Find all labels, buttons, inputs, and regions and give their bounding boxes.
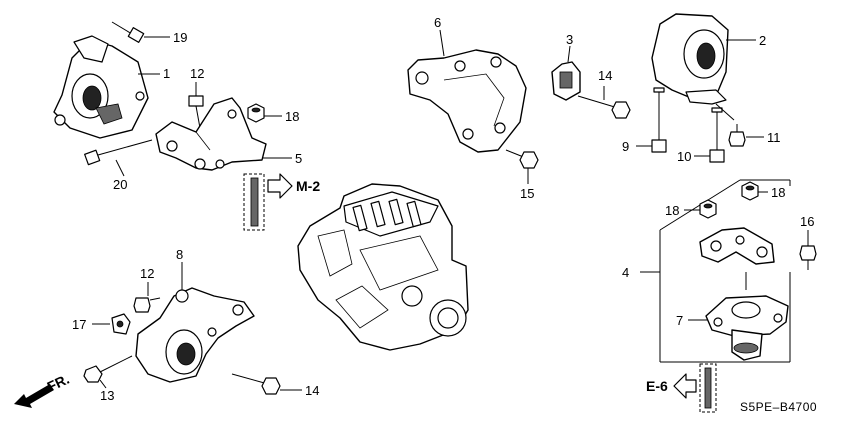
nut-18-top — [247, 103, 282, 123]
stud-m2 — [243, 173, 293, 231]
callout-11: 11 — [767, 130, 781, 145]
front-direction-arrow — [14, 384, 54, 408]
nut-18-right-b — [684, 199, 717, 219]
callout-16: 16 — [800, 214, 814, 229]
mount-7 — [688, 272, 789, 361]
callout-12-top: 12 — [190, 66, 204, 81]
callout-10: 10 — [677, 149, 691, 164]
callout-17: 17 — [72, 317, 86, 332]
bolt-20 — [84, 139, 153, 177]
diagram-code: S5PE–B4700 — [740, 400, 817, 414]
bolt-19 — [111, 21, 170, 43]
ref-m2: M-2 — [296, 178, 320, 194]
engine-block — [297, 183, 469, 351]
callout-2: 2 — [759, 33, 766, 48]
stud-e6 — [673, 363, 717, 413]
callout-18-right-a: 18 — [771, 185, 785, 200]
bolt-12-bottom — [133, 282, 161, 313]
bracket-5 — [155, 97, 292, 171]
mount-1 — [53, 35, 160, 139]
bolt-10 — [694, 107, 725, 163]
callout-7: 7 — [676, 313, 683, 328]
mount-8 — [135, 262, 255, 383]
callout-9: 9 — [622, 139, 629, 154]
clip-17 — [92, 313, 131, 335]
bolt-13 — [83, 355, 133, 389]
callout-14-top: 14 — [598, 68, 612, 83]
callout-15: 15 — [520, 186, 534, 201]
bolt-9 — [636, 87, 667, 153]
callout-12-bottom: 12 — [140, 266, 154, 281]
bolt-16 — [799, 230, 817, 270]
bolt-15 — [505, 149, 539, 184]
assembly-4-upper-bracket — [699, 227, 775, 265]
callout-1: 1 — [163, 66, 170, 81]
callout-13: 13 — [100, 388, 114, 403]
callout-5: 5 — [295, 151, 302, 166]
callout-8: 8 — [176, 247, 183, 262]
bolt-12-top — [188, 82, 204, 129]
bolt-14-bottom — [231, 373, 302, 395]
front-label: FR. — [45, 371, 72, 395]
callout-18-top: 18 — [285, 109, 299, 124]
bolt-11 — [715, 103, 764, 147]
mount-2 — [651, 13, 756, 105]
callout-14-bottom: 14 — [305, 383, 319, 398]
bracket-6 — [407, 29, 527, 153]
clip-3 — [551, 45, 581, 101]
callout-19: 19 — [173, 30, 187, 45]
callout-6: 6 — [434, 15, 441, 30]
callout-20: 20 — [113, 177, 127, 192]
nut-18-right-a — [741, 181, 768, 201]
callout-18-right-b: 18 — [665, 203, 679, 218]
callout-3: 3 — [566, 32, 573, 47]
bolt-14-top — [577, 86, 631, 119]
ref-e6: E-6 — [646, 378, 668, 394]
callout-4: 4 — [622, 265, 629, 280]
